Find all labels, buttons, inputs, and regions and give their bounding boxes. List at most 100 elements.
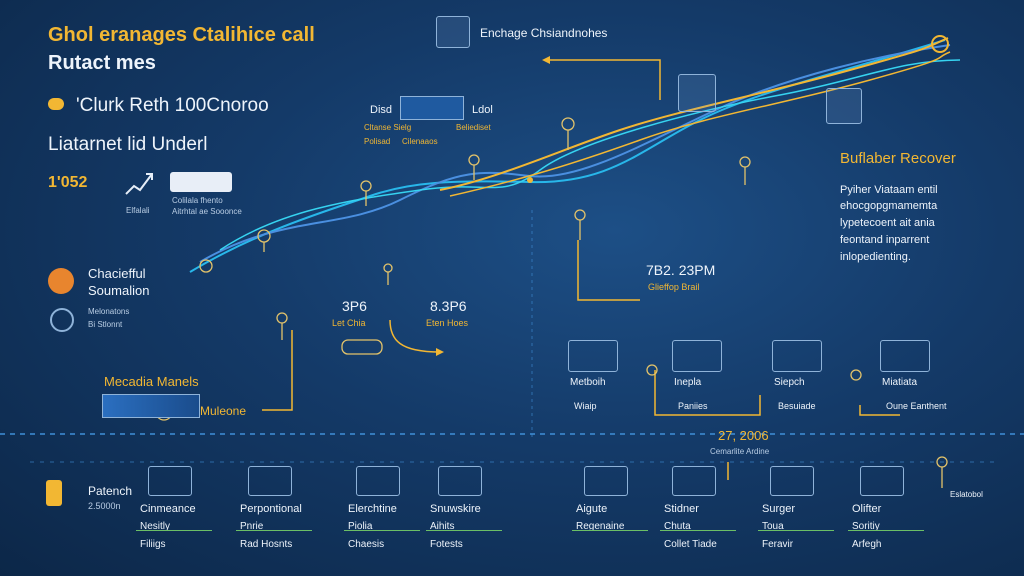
card1-title: Disd: [370, 104, 393, 116]
module-icon: [584, 466, 628, 496]
vehicle-card-icon: [170, 172, 232, 192]
panel-icon: [568, 340, 618, 372]
module-icon: [770, 466, 814, 496]
right-panel-line4: feontand inparrent: [840, 234, 930, 246]
right-panel-line1: Pyiher Viataam entil: [840, 184, 938, 196]
panel-subtitle: Oune Eanthent: [886, 401, 947, 411]
right-panel-line3: lypetecoent ait ania: [840, 217, 935, 229]
module-line3: Fotests: [430, 539, 463, 550]
module-divider: [758, 530, 834, 531]
timeline-t1-label: Let Chia: [332, 318, 366, 328]
module-line3: Arfegh: [852, 539, 882, 550]
media-title: Mecadia Manels: [104, 374, 199, 389]
module-line2: Chuta: [664, 521, 691, 532]
exchange-icon: [436, 16, 470, 48]
media-subtitle: Muleone: [200, 404, 247, 418]
module-line1: Surger: [762, 503, 796, 515]
module-line1: Snuwskire: [430, 503, 481, 515]
timeline-t3-time: 7B2. 23PM: [646, 262, 716, 278]
bottom-left-title: Patench: [88, 484, 133, 498]
module-divider: [344, 530, 420, 531]
panel-icon: [772, 340, 822, 372]
panel-subtitle: Wiaip: [574, 401, 597, 411]
right-panel-title: Buflaber Recover: [840, 150, 956, 167]
chart-caption: Elfalali: [126, 206, 150, 215]
module-line2: Pnrie: [240, 521, 264, 532]
orange-gauge-icon: [48, 268, 74, 294]
exchange-label: Enchage Chsiandnohes: [480, 26, 608, 40]
media-screen: [102, 394, 200, 418]
timeline-t2-label: Eten Hoes: [426, 318, 469, 328]
subtitle-line2: Liatarnet lid Underl: [48, 134, 208, 155]
far-right-label: Eslatobol: [950, 490, 983, 499]
sidebar-item1-title: Chaciefful: [88, 266, 146, 281]
panel-title: Inepla: [674, 377, 702, 388]
module-divider: [136, 530, 212, 531]
trend-chart-icon: [124, 170, 156, 198]
qr-icon: [678, 74, 716, 112]
timeline-t2-time: 8.3P6: [430, 298, 467, 314]
page-title: Ghol eranages Ctalihice call: [48, 24, 315, 46]
module-line2: Nesitly: [140, 521, 171, 532]
module-line3: Collet Tiade: [664, 539, 717, 550]
module-line1: Olifter: [852, 503, 882, 515]
module-divider: [660, 530, 736, 531]
qr-icon-2: [826, 88, 862, 124]
panel-subtitle: Paniies: [678, 401, 708, 411]
subtitle: 'Clurk Reth 100Cnoroo: [76, 95, 269, 116]
bottom-left-value: 2.5000n: [88, 501, 121, 511]
module-line3: Feravir: [762, 539, 794, 550]
timeline-date: 27, 2006: [718, 428, 769, 443]
clipboard-icon: [46, 480, 62, 506]
fingerprint-icon: [50, 308, 74, 332]
module-line3: Chaesis: [348, 539, 385, 550]
page-title-line2: Rutact mes: [48, 52, 156, 74]
stat-value: 1'052: [48, 174, 88, 191]
card-caption-line1: Colilala fhento: [172, 196, 223, 205]
panel-icon: [880, 340, 930, 372]
right-panel-line5: inlopedienting.: [840, 251, 911, 263]
card-caption-line2: Aitrhtal ae Sooonce: [172, 207, 242, 216]
module-divider: [426, 530, 502, 531]
right-panel-line2: ehocgopgmamemta: [840, 200, 938, 212]
module-line3: Rad Hosnts: [240, 539, 293, 550]
module-line1: Elerchtine: [348, 503, 397, 515]
card1-sub1: Cltanse Sielg: [364, 123, 412, 132]
module-line1: Perpontional: [240, 503, 302, 515]
module-icon: [248, 466, 292, 496]
module-divider: [572, 530, 648, 531]
module-line2: Aihits: [430, 521, 455, 532]
card1-sub2: Polisad: [364, 137, 391, 146]
module-icon: [672, 466, 716, 496]
module-line3: Filiigs: [140, 539, 166, 550]
module-icon: [356, 466, 400, 496]
module-line1: Cinmeance: [140, 503, 196, 515]
card2-title: Ldol: [472, 104, 493, 116]
panel-subtitle: Besuiade: [778, 401, 816, 411]
module-line1: Stidner: [664, 503, 699, 515]
panel-title: Metboih: [570, 377, 606, 388]
panel-icon: [672, 340, 722, 372]
module-icon: [438, 466, 482, 496]
sidebar-item1-sub: Soumalion: [88, 283, 150, 298]
module-divider: [236, 530, 312, 531]
coin-icon: [48, 98, 64, 110]
sidebar-item2-title: Melonatons: [88, 307, 130, 316]
sidebar-item2-sub: Bi Stlonnt: [88, 320, 123, 329]
module-line2: Toua: [762, 521, 784, 532]
module-icon: [148, 466, 192, 496]
module-divider: [848, 530, 924, 531]
panel-title: Miatiata: [882, 377, 918, 388]
module-line2: Piolia: [348, 521, 373, 532]
card-screen: [400, 96, 464, 120]
timeline-t3-label: Glieffop Brail: [648, 282, 700, 292]
card2-sub2: Cilenaaos: [402, 137, 438, 146]
module-line1: Aigute: [576, 503, 608, 515]
module-line2: Regenaine: [576, 521, 625, 532]
panel-title: Siepch: [774, 377, 805, 388]
card2-sub1: Beliediset: [456, 123, 491, 132]
module-line2: Soritiy: [852, 521, 880, 532]
module-icon: [860, 466, 904, 496]
timeline-t1-time: 3P6: [342, 298, 367, 314]
